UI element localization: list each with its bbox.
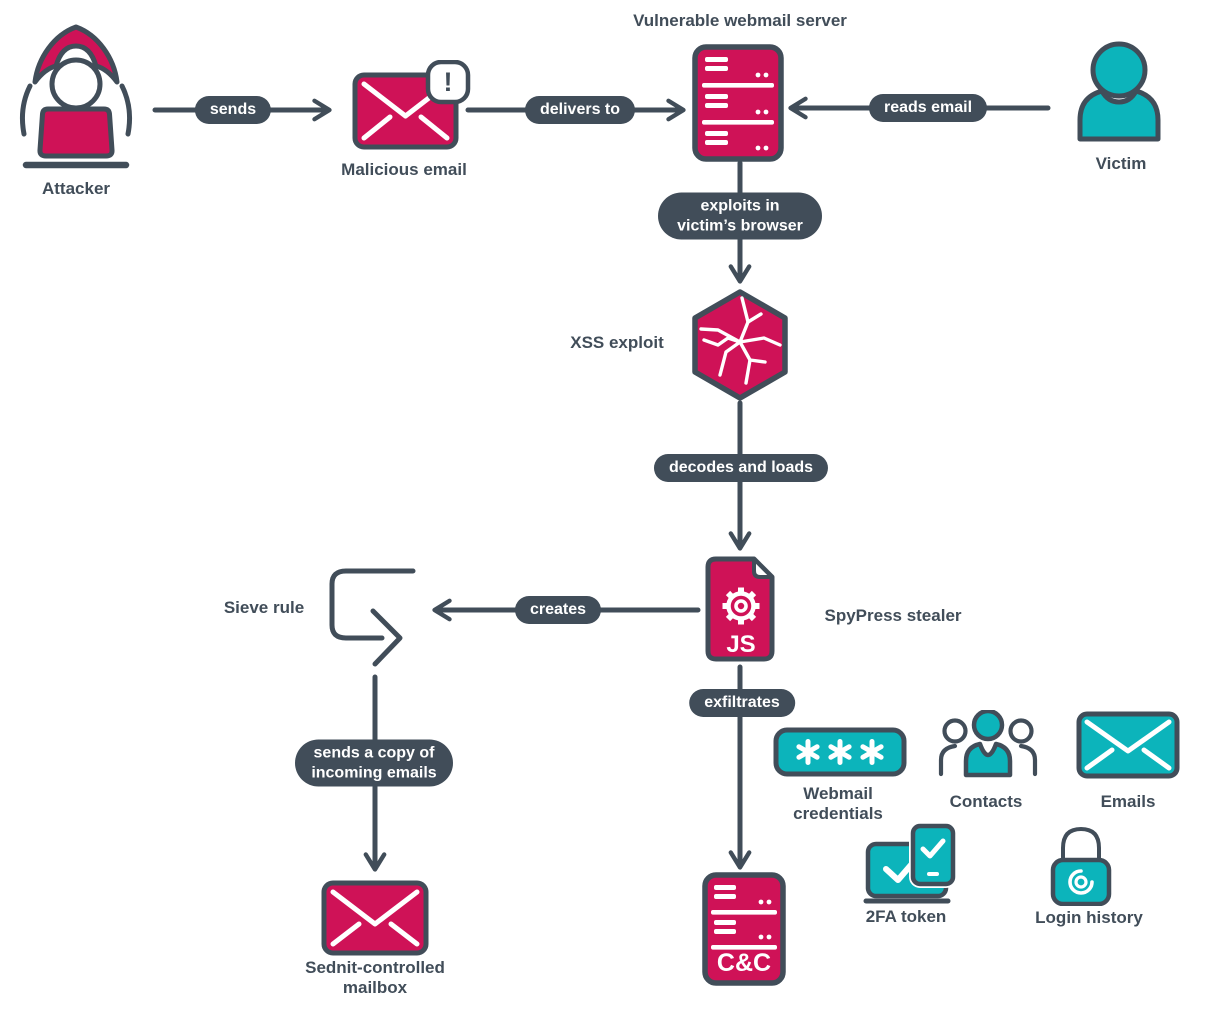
sednit-mailbox-icon bbox=[321, 880, 429, 956]
edge-pill-delivers-to: delivers to bbox=[524, 96, 636, 124]
envelope-fold-left bbox=[330, 921, 362, 947]
contacts-label: Contacts bbox=[949, 791, 1023, 811]
contacts-icon bbox=[938, 710, 1038, 778]
attacker-right-arm bbox=[119, 83, 132, 137]
js-file-type-text: JS bbox=[726, 631, 755, 658]
history-swirl bbox=[1068, 869, 1094, 895]
sieve-arrowhead bbox=[370, 608, 403, 667]
attacker-left-arm bbox=[20, 83, 33, 137]
sednit-mailbox-label: Sednit-controlled mailbox bbox=[305, 957, 445, 997]
xss-exploit-label: XSS exploit bbox=[570, 332, 664, 352]
edge-pill-sends: sends bbox=[194, 96, 272, 124]
emails-label: Emails bbox=[1100, 791, 1156, 811]
webmail-server-icon bbox=[692, 44, 784, 162]
sieve-rule-label: Sieve rule bbox=[223, 597, 305, 617]
padlock-body bbox=[1050, 857, 1112, 906]
contact-left-head bbox=[942, 718, 968, 744]
sieve-rule-icon bbox=[329, 568, 416, 667]
edge-pill-reads-email: reads email bbox=[868, 94, 988, 122]
contact-left-body bbox=[938, 743, 958, 777]
malicious-email-label: Malicious email bbox=[341, 159, 467, 179]
victim-icon bbox=[1077, 41, 1161, 142]
edge-pill-sends-copy: sends a copy of incoming emails bbox=[295, 739, 453, 787]
file-body bbox=[705, 556, 775, 662]
envelope-fold-right bbox=[1141, 747, 1172, 771]
attacker-icon bbox=[20, 24, 132, 169]
twofa-token-icon bbox=[863, 822, 957, 904]
server-details bbox=[702, 57, 774, 151]
victim-body bbox=[1077, 88, 1161, 142]
spypress-js-file-icon: JS bbox=[705, 556, 775, 662]
crack-lines bbox=[699, 296, 782, 385]
contact-right-body bbox=[1018, 743, 1038, 777]
attacker-label: Attacker bbox=[41, 178, 111, 198]
phone-checkmark bbox=[920, 838, 946, 859]
exclamation-badge bbox=[425, 60, 471, 105]
envelope-flap-lines bbox=[1084, 719, 1172, 754]
edge-pill-exfiltrates: exfiltrates bbox=[689, 689, 795, 717]
victim-head bbox=[1090, 41, 1148, 99]
server-details bbox=[711, 885, 777, 950]
padlock-shackle bbox=[1061, 826, 1101, 866]
envelope-fold-left bbox=[361, 114, 393, 141]
cc-server-icon: C&C bbox=[702, 872, 786, 986]
contact-center-head bbox=[971, 710, 1005, 742]
cc-server-text: C&C bbox=[717, 949, 771, 977]
attacker-hood bbox=[32, 24, 120, 85]
edge-pill-creates: creates bbox=[514, 596, 602, 624]
edge-pill-decodes-and-loads: decodes and loads bbox=[653, 454, 829, 482]
envelope-flap-lines bbox=[330, 889, 420, 927]
contact-center-body bbox=[963, 741, 1013, 778]
envelope-fold-right bbox=[388, 921, 420, 947]
spypress-stealer-label: SpyPress stealer bbox=[824, 605, 962, 625]
file-fold-corner bbox=[752, 557, 774, 579]
envelope-fold-left bbox=[1084, 747, 1115, 771]
webmail-credentials-label: Webmail credentials bbox=[793, 783, 883, 823]
envelope-body bbox=[321, 880, 429, 956]
xss-exploit-icon bbox=[692, 289, 788, 401]
login-history-icon bbox=[1050, 826, 1112, 906]
edge-pill-exploits-in-browser: exploits in victim’s browser bbox=[658, 192, 822, 240]
envelope-fold-right bbox=[418, 114, 450, 141]
attacker-laptop bbox=[37, 106, 115, 159]
attacker-face bbox=[49, 57, 103, 111]
server-body bbox=[702, 872, 786, 986]
exclamation-mark: ! bbox=[444, 67, 453, 97]
sieve-path bbox=[329, 568, 416, 641]
webmail-server-label: Vulnerable webmail server bbox=[633, 10, 847, 30]
twofa-token-label: 2FA token bbox=[865, 906, 947, 926]
gear-icon bbox=[722, 587, 760, 625]
emails-icon bbox=[1076, 711, 1180, 779]
login-history-label: Login history bbox=[1035, 907, 1143, 927]
contact-right-head bbox=[1008, 718, 1034, 744]
victim-label: Victim bbox=[1095, 153, 1147, 173]
asterisks bbox=[796, 739, 884, 765]
envelope-body bbox=[1076, 711, 1180, 779]
malicious-email-icon: ! bbox=[352, 60, 471, 150]
webmail-credentials-icon bbox=[773, 727, 907, 777]
